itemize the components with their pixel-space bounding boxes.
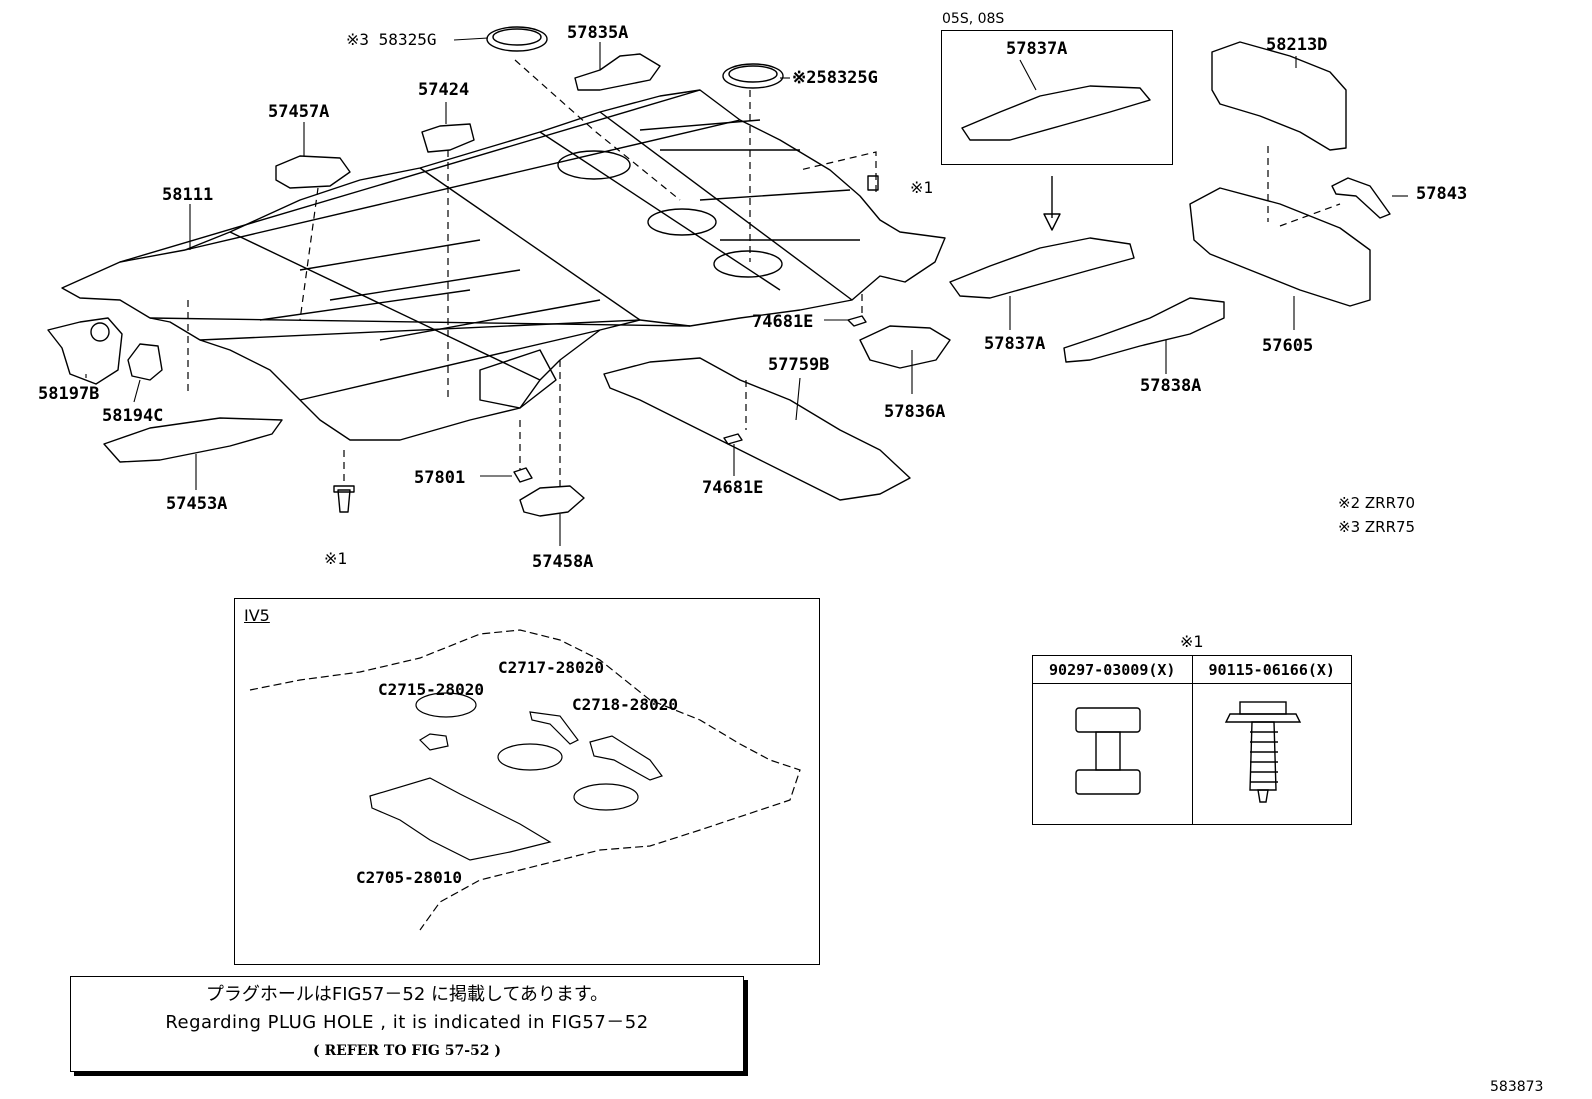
plug-58325G-a: [486, 26, 548, 52]
label-57424: 57424: [418, 80, 470, 100]
label-C2717-28020: C2717-28020: [498, 658, 604, 677]
label-C2718-28020: C2718-28020: [572, 695, 678, 714]
note-zrr70: ※2 ZRR70: [1338, 494, 1416, 512]
plug-note-line3: ( REFER TO FIG 57-52 ): [312, 1043, 501, 1059]
label-57835A: 57835A: [567, 23, 629, 43]
fastener-col1-header: 90297-03009(X): [1032, 655, 1193, 684]
iv5-title: IV5: [244, 606, 270, 625]
plug-58325G-b: [722, 63, 784, 89]
plug-note-line1: プラグホールはFIG57－52 に掲載してあります。: [205, 984, 609, 1005]
iv5-drawing: [249, 629, 801, 931]
fastener-col2-image: [1191, 683, 1352, 825]
plug-hole-note-box: [70, 976, 744, 1072]
label-57605: 57605: [1262, 336, 1314, 356]
label-74681E-upper: 74681E: [752, 312, 814, 332]
label-57837A: 57837A: [984, 334, 1046, 354]
label-57453A: 57453A: [166, 494, 228, 514]
label-74681E-lower: 74681E: [702, 478, 764, 498]
label-57458A: 57458A: [532, 552, 594, 572]
label-C2705-28010: C2705-28010: [356, 868, 462, 887]
plug-note-line2: Regarding PLUG HOLE , it is indicated in…: [165, 1012, 649, 1033]
label-star1-upper: ※1: [910, 178, 934, 197]
label-57759B: 57759B: [768, 355, 830, 375]
variant-box: [941, 30, 1173, 165]
label-C2715-28020: C2715-28020: [378, 680, 484, 699]
label-58325G-zrr70: ※258325G: [792, 68, 878, 88]
label-57838A: 57838A: [1140, 376, 1202, 396]
fastener-col1-image: [1032, 683, 1193, 825]
label-57801: 57801: [414, 468, 466, 488]
floor-pan-main: [61, 89, 946, 441]
label-star1-lower: ※1: [324, 549, 348, 568]
note-zrr75: ※3 ZRR75: [1338, 518, 1416, 536]
label-57457A: 57457A: [268, 102, 330, 122]
fasteners-caption: ※1: [1180, 632, 1204, 651]
label-58194C: 58194C: [102, 406, 164, 426]
label-57837A-variant: 57837A: [1006, 39, 1068, 59]
fastener-col2-header: 90115-06166(X): [1191, 655, 1352, 684]
fasteners-table: 90297-03009(X) 90115-06166(X): [1032, 655, 1352, 825]
figure-id: 583873: [1490, 1079, 1544, 1095]
label-58213D: 58213D: [1266, 35, 1328, 55]
variant-caption: 05S, 08S: [942, 11, 1005, 27]
label-57843: 57843: [1416, 184, 1468, 204]
iv5-inset-box: [234, 598, 820, 965]
label-58111: 58111: [162, 185, 214, 205]
label-58197B: 58197B: [38, 384, 100, 404]
label-57836A: 57836A: [884, 402, 946, 422]
label-58325G-zrr75: ※3 58325G: [346, 30, 437, 49]
